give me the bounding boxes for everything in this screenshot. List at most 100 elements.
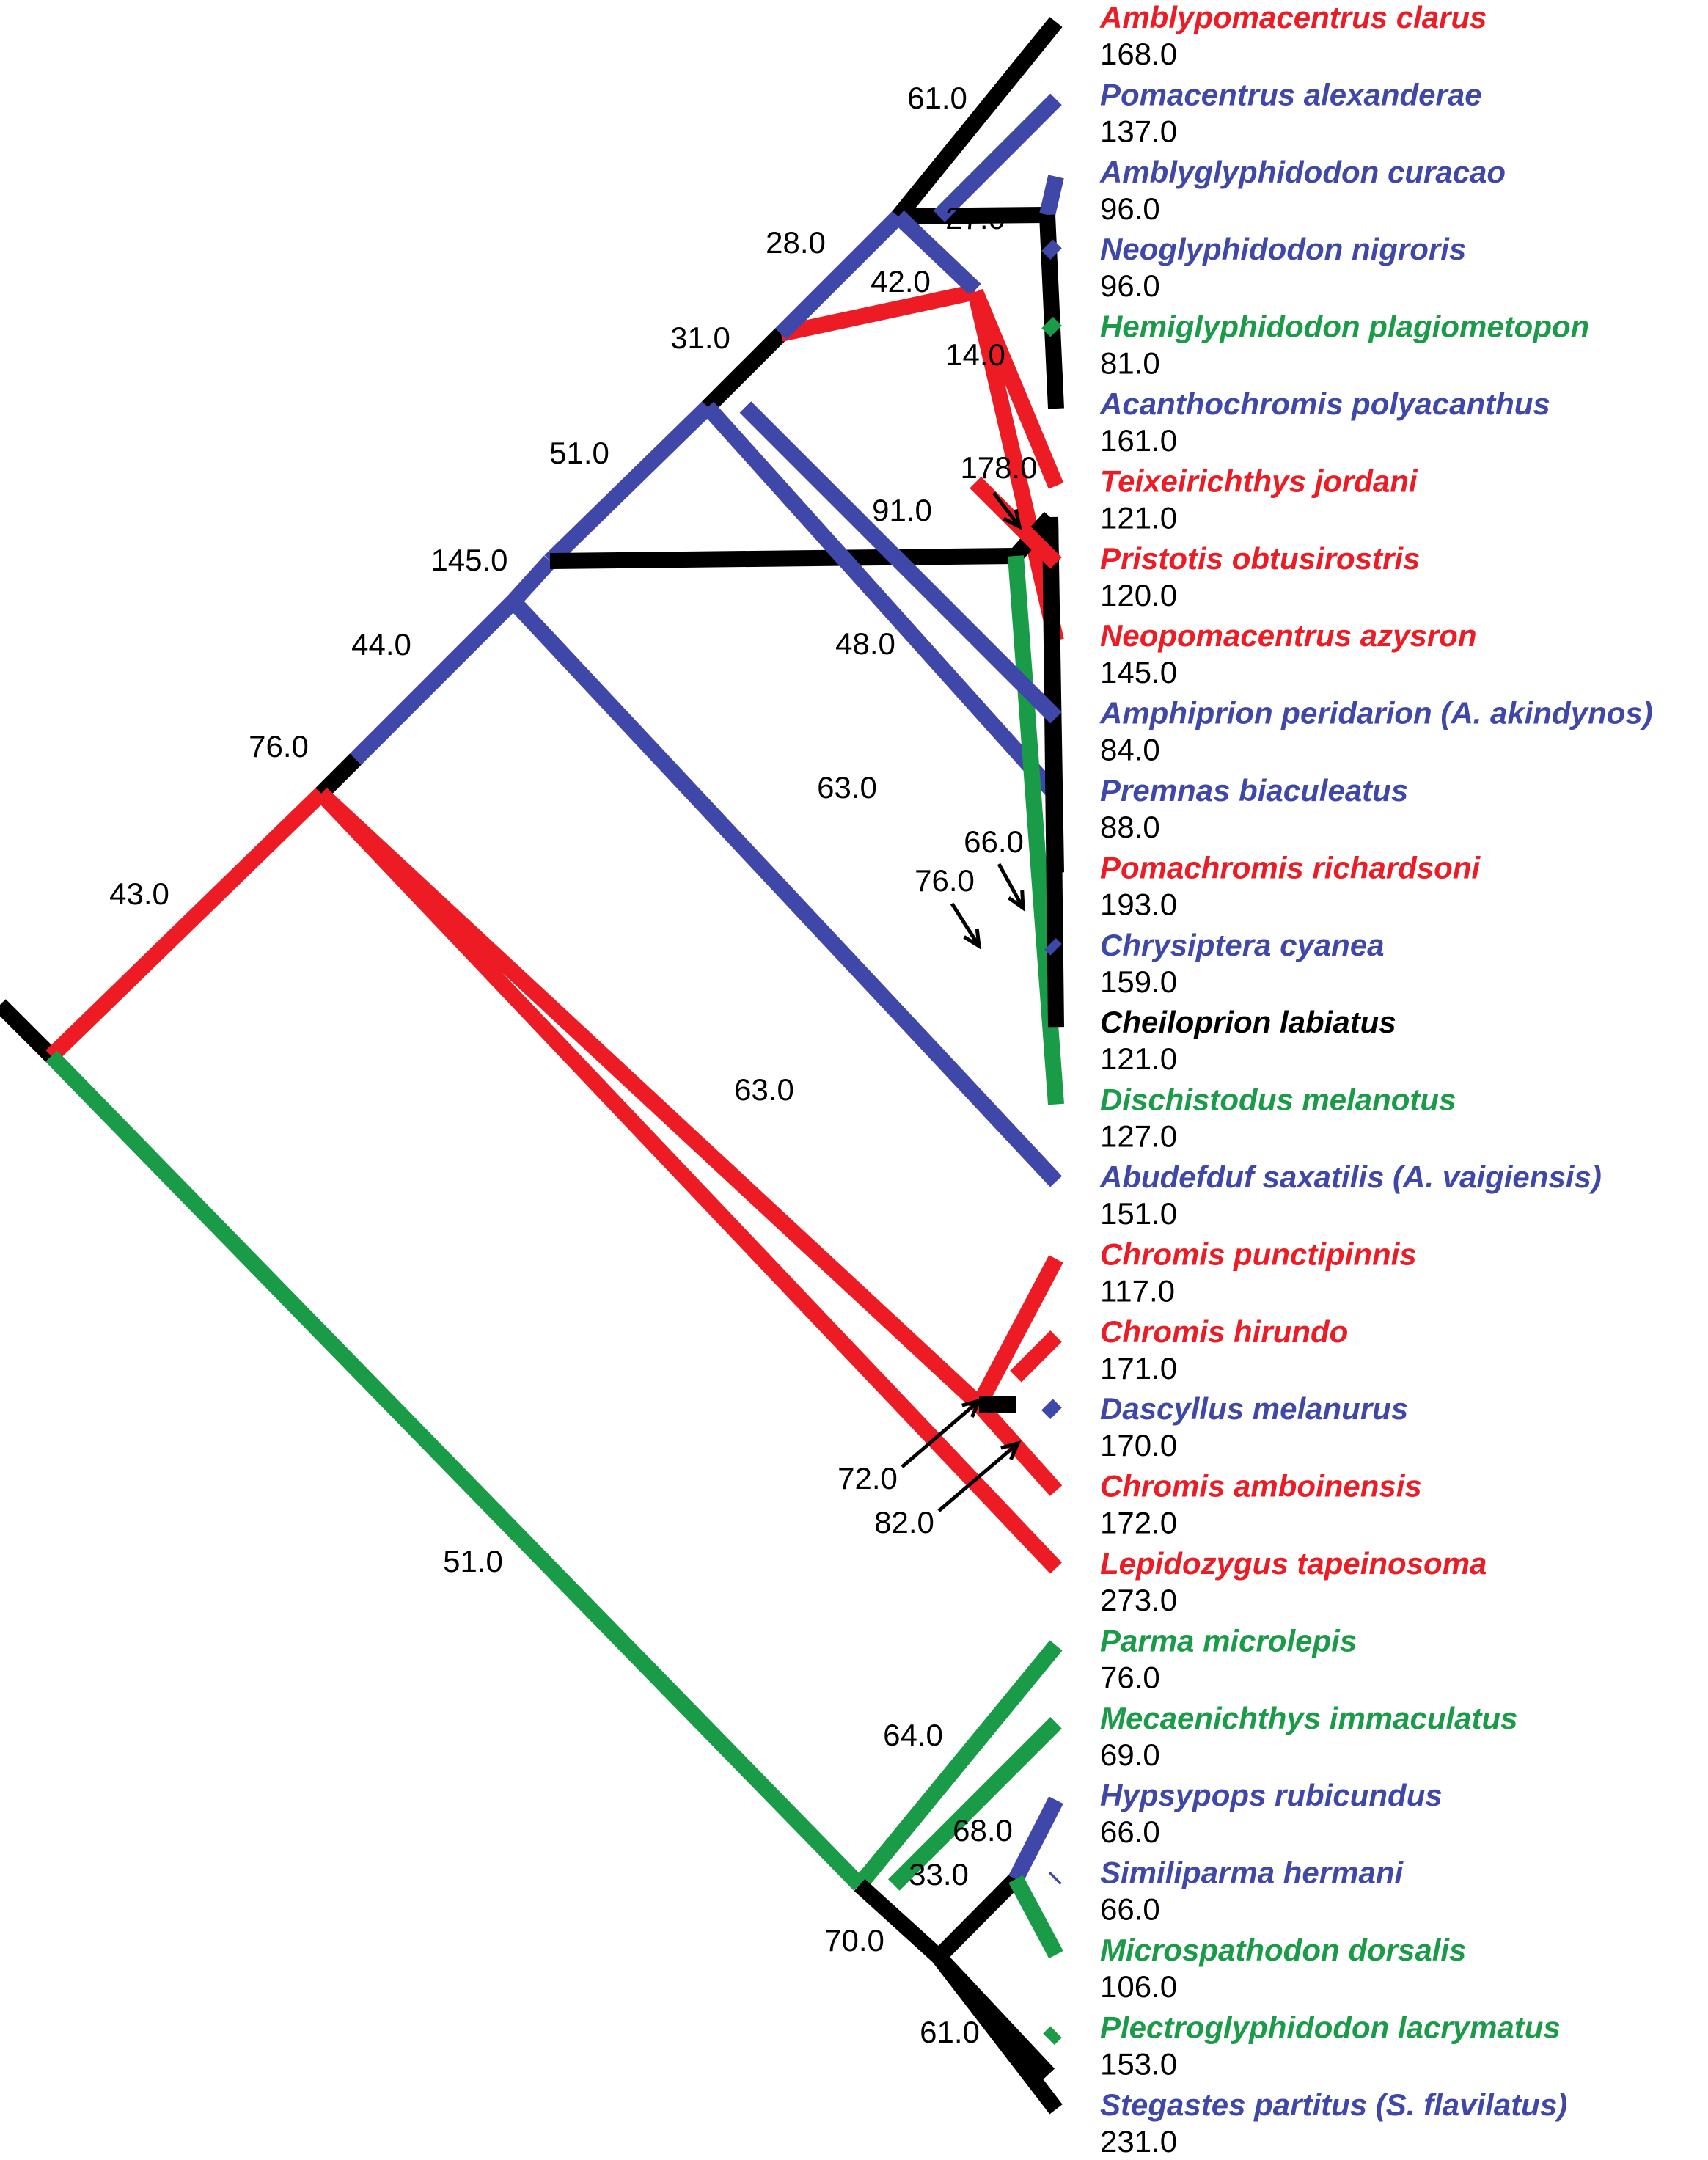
node-value-labels: 61.027.028.042.014.031.0178.091.051.0145… — [109, 81, 1037, 2049]
branch-g-amblypomacentrus — [892, 17, 1063, 222]
taxon-name: Neoglyphidodon nigroris — [1100, 232, 1466, 266]
node-value: 91.0 — [872, 493, 932, 527]
branch-g-i — [898, 207, 1048, 224]
taxon-value: 137.0 — [1100, 114, 1177, 148]
taxon-name: Amblyglyphidodon curacao — [1099, 155, 1506, 189]
branch-b-c — [350, 596, 519, 765]
root-stem — [0, 999, 57, 1062]
node-arrows — [901, 491, 1025, 1512]
taxon-value: 145.0 — [1100, 655, 1177, 689]
taxon-value: 96.0 — [1100, 268, 1160, 303]
taxon-name: Mecaenichthys immaculatus — [1100, 1701, 1518, 1735]
tip-pomacentrus — [933, 93, 1062, 222]
node-value: 63.0 — [817, 770, 877, 805]
node-value: 178.0 — [960, 450, 1037, 485]
node-value: 66.0 — [964, 824, 1024, 859]
arrow-178-head — [1003, 508, 1022, 530]
tree-branches — [0, 17, 1064, 2115]
branch-c-abudefduf — [507, 596, 1063, 1187]
branch-t-microspathodon — [1008, 1875, 1063, 1959]
branch-e-premnas — [701, 401, 1063, 801]
branch-h-teixeirichthys — [967, 288, 1064, 489]
branch-a-n — [315, 787, 985, 1411]
branch-c-d — [507, 555, 557, 607]
taxon-value: 127.0 — [1100, 1119, 1177, 1154]
taxon-value: 106.0 — [1100, 1969, 1177, 2004]
branch-t-hypsypops — [1008, 1796, 1063, 1883]
branch-r-parma — [853, 1640, 1063, 1890]
branch-f-h — [779, 284, 978, 342]
arrow-178 — [992, 491, 1021, 528]
taxon-name: Abudefduf saxatilis (A. vaigiensis) — [1099, 1160, 1602, 1194]
taxon-name: Pristotis obtusirostris — [1100, 541, 1420, 576]
node-value: 27.0 — [945, 201, 1005, 235]
node-value: 28.0 — [766, 225, 826, 260]
branch-root-a — [45, 788, 327, 1062]
node-value: 61.0 — [920, 2015, 980, 2049]
taxon-name: Pomachromis richardsoni — [1100, 850, 1481, 885]
taxon-labels: Amblypomacentrus clarus168.0Pomacentrus … — [1099, 0, 1653, 2159]
taxon-value: 121.0 — [1100, 500, 1177, 535]
taxon-name: Chrysiptera cyanea — [1100, 928, 1385, 962]
taxon-value: 231.0 — [1100, 2124, 1177, 2159]
arrow-72-head — [961, 1398, 983, 1418]
taxon-value: 159.0 — [1100, 964, 1177, 999]
taxon-value: 193.0 — [1100, 887, 1177, 921]
node-value: 76.0 — [915, 863, 975, 898]
taxon-value: 170.0 — [1100, 1428, 1177, 1462]
node-value: 14.0 — [945, 337, 1005, 372]
branch-f-g — [775, 210, 904, 340]
node-value: 63.0 — [734, 1072, 794, 1107]
node-value: 42.0 — [871, 264, 931, 299]
tip-neoglyphidodon — [1041, 239, 1062, 260]
node-value: 82.0 — [874, 1505, 934, 1540]
taxon-name: Chromis amboinensis — [1100, 1469, 1422, 1504]
node-value: 44.0 — [351, 627, 411, 662]
node-value: 43.0 — [109, 876, 169, 911]
taxon-value: 273.0 — [1100, 1583, 1177, 1617]
node-value: 48.0 — [835, 626, 895, 661]
taxon-value: 168.0 — [1100, 37, 1177, 71]
node-value: 33.0 — [909, 1857, 969, 1892]
node-value: 70.0 — [824, 1923, 884, 1958]
taxon-value: 151.0 — [1100, 1196, 1177, 1231]
taxon-name: Acanthochromis polyacanthus — [1099, 387, 1550, 421]
node-value: 72.0 — [837, 1461, 898, 1495]
taxon-name: Plectroglyphidodon lacrymatus — [1100, 2010, 1561, 2044]
taxon-name: Stegastes partitus (S. flavilatus) — [1100, 2087, 1567, 2122]
tip-hirundo — [1010, 1330, 1062, 1383]
branch-d-j — [549, 548, 1016, 569]
node-value: 31.0 — [670, 321, 730, 355]
arrow-66 — [997, 863, 1025, 909]
node-value: 68.0 — [953, 1813, 1013, 1848]
taxon-name: Chromis punctipinnis — [1100, 1237, 1417, 1271]
taxon-name: Amphiprion peridarion (A. akindynos) — [1099, 696, 1653, 731]
taxon-name: Microspathodon dorsalis — [1100, 1933, 1466, 1967]
taxon-value: 153.0 — [1100, 2046, 1177, 2081]
taxon-value: 88.0 — [1100, 810, 1160, 844]
branch-s-u — [932, 1951, 1055, 2080]
node-value: 76.0 — [249, 729, 309, 764]
arrow-72 — [901, 1399, 981, 1468]
taxon-name: Dascyllus melanurus — [1100, 1391, 1408, 1426]
taxon-value: 84.0 — [1100, 733, 1160, 767]
taxon-value: 117.0 — [1100, 1273, 1175, 1308]
branch-h-neopomacentrus — [967, 290, 1064, 642]
taxon-value: 66.0 — [1100, 1892, 1160, 1927]
tip-hemiglyphidodon — [1041, 316, 1062, 337]
tip-similiparma — [1048, 1871, 1062, 1885]
taxon-name: Similiparma hermani — [1100, 1856, 1404, 1890]
node-value: 64.0 — [883, 1718, 943, 1752]
arrow-76 — [950, 902, 981, 948]
branch-i-amblyglyphidodon — [1039, 175, 1064, 217]
taxon-value: 69.0 — [1100, 1738, 1160, 1772]
tip-mecaenichthys — [888, 1717, 1062, 1891]
tip-plectroglyphidodon — [1043, 2026, 1062, 2046]
taxon-value: 120.0 — [1100, 578, 1177, 612]
taxon-name: Pomacentrus alexanderae — [1100, 77, 1482, 111]
branch-s-t — [933, 1873, 1022, 1963]
branch-a-b — [315, 753, 362, 799]
taxon-name: Hypsypops rubicundus — [1100, 1778, 1443, 1812]
arrow-66-head — [1007, 890, 1025, 912]
